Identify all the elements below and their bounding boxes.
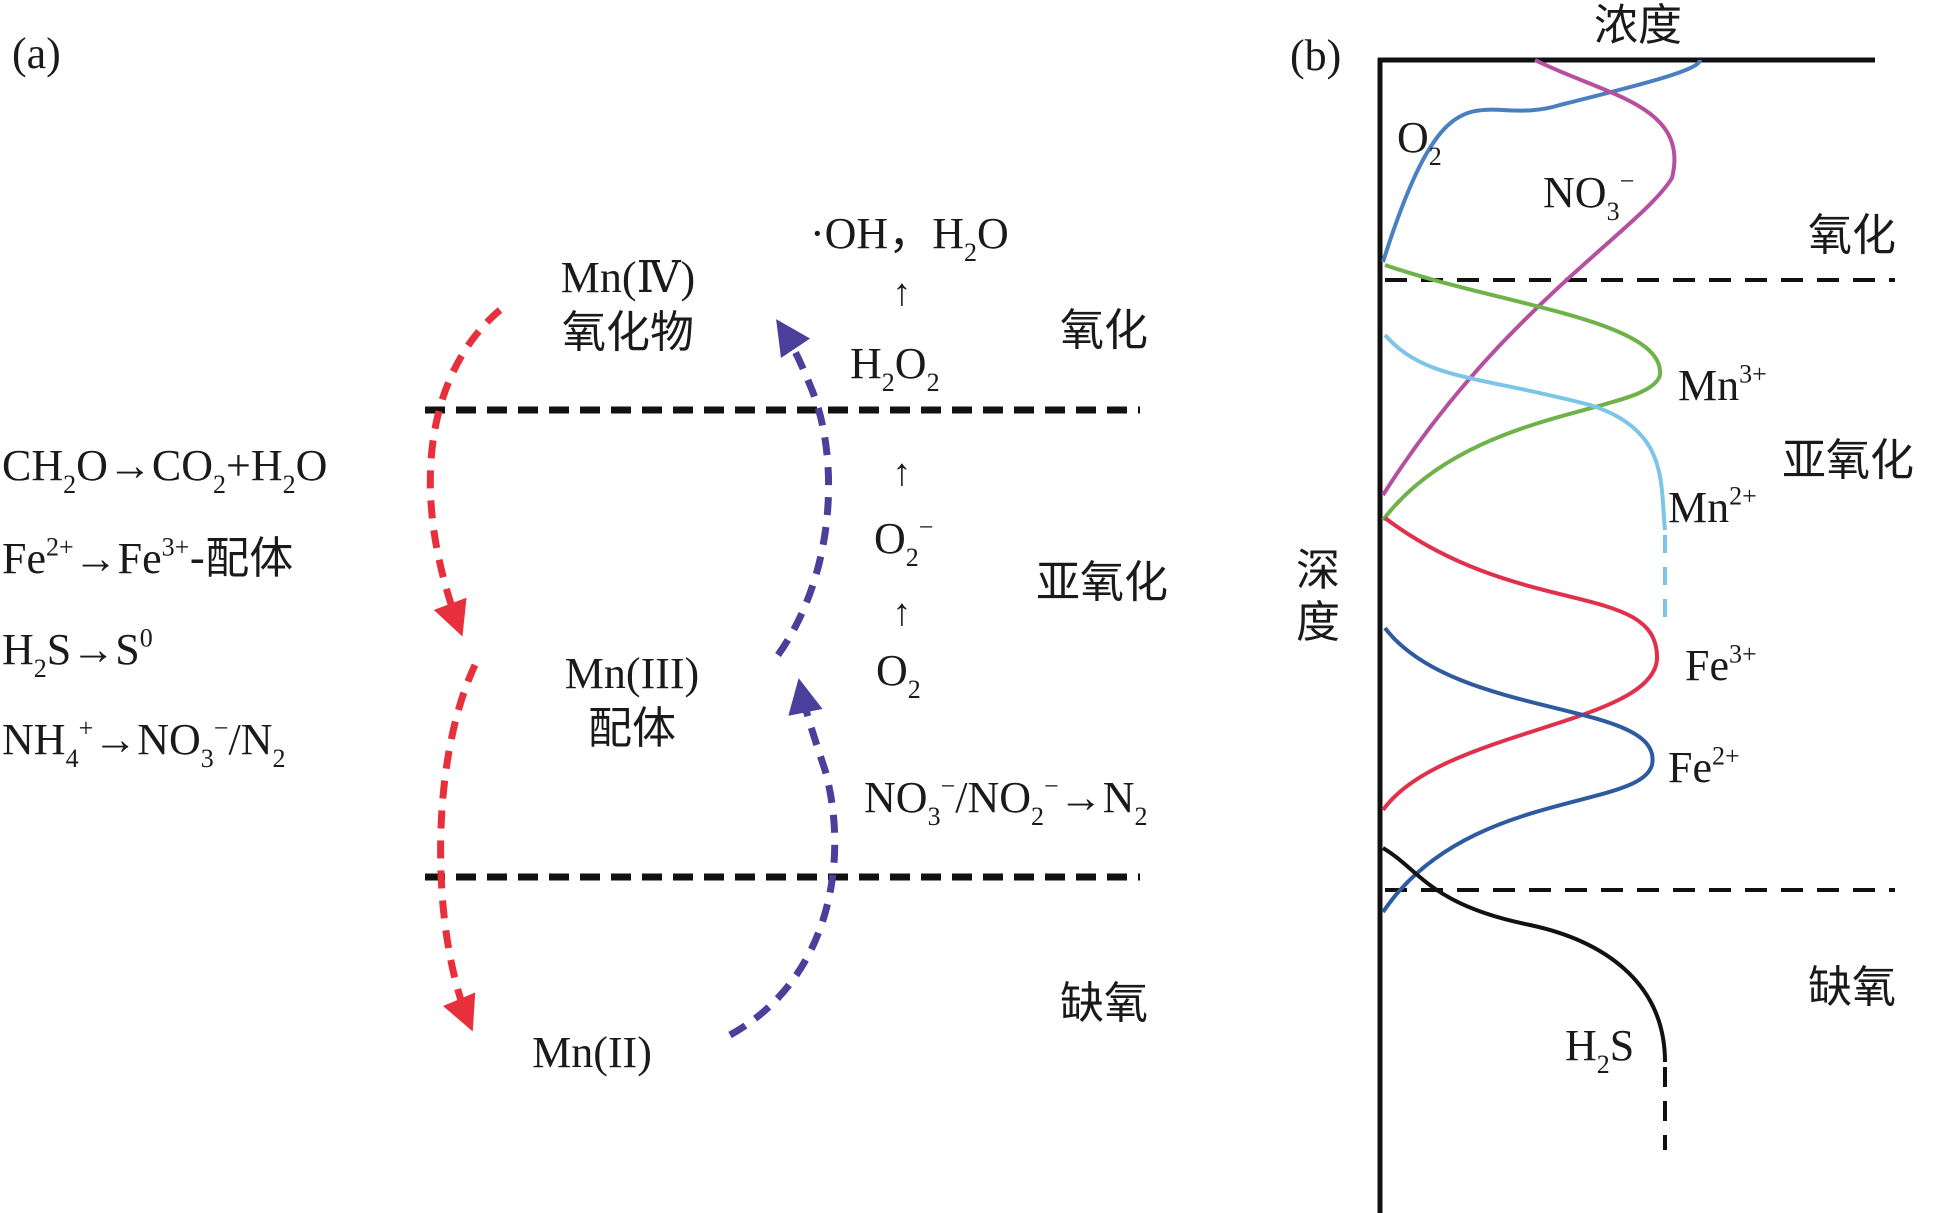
mn4-sublabel: 氧化物 [562,307,694,358]
reductant-h2s: H2S→S0 [2,623,153,683]
panel-b-y-axis-label-top: 深 [1296,545,1340,596]
curve-mn2 [1383,333,1667,531]
oxidation-arrow-mn2-to-mn3 [728,678,839,1039]
panel-b-x-axis-label: 浓度 [1594,0,1682,51]
oxidant-arrow-1: ↑ [893,272,912,314]
curve-label-no3: NO3− [1543,166,1634,226]
curve-label-mn3: Mn3+ [1678,359,1767,410]
reductant-nh4: NH4+→NO3−/N2 [2,713,285,773]
curve-mn3 [1381,263,1663,522]
panel-a-label: (a) [12,29,61,78]
mn2-label: Mn(II) [532,1028,652,1077]
reductant-fe: Fe2+→Fe3+-配体 [2,532,293,584]
reduction-arrow-mn3-to-mn2 [437,663,479,1032]
curve-fe2 [1381,626,1655,914]
mn4-label: Mn(Ⅳ) [561,253,695,302]
curve-label-mn2: Mn2+ [1668,481,1757,532]
curve-o2 [1381,59,1702,263]
mn3-sublabel: 配体 [588,703,676,754]
panel-b-zone-anoxic: 缺氧 [1808,962,1896,1013]
curve-fe3 [1381,516,1660,812]
oxidant-o2: O2 [876,646,921,704]
curve-label-fe3: Fe3+ [1685,639,1757,690]
panel-b-zone-oxic: 氧化 [1808,210,1896,261]
reduction-arrow-mn4-to-mn3 [426,307,503,637]
panel-b-label: (b) [1290,31,1341,80]
curve-label-o2: O2 [1397,113,1442,171]
reductant-ch2o: CH2O→CO2+H2O [2,441,327,499]
curve-no3 [1381,58,1677,497]
panel-a-zone-anoxic: 缺氧 [1060,978,1148,1029]
panel-a-zone-suboxic: 亚氧化 [1036,557,1168,608]
oxidant-superoxide: O2− [874,512,933,572]
panel-a-zone-oxic: 氧化 [1060,305,1148,356]
oxidant-oh-h2o: ·OH，H2O [810,209,1009,267]
oxidant-arrow-2: ↑ [893,452,912,494]
curve-label-h2s: H2S [1565,1021,1634,1079]
panel-b-zone-suboxic: 亚氧化 [1782,435,1914,486]
mn3-label: Mn(III) [565,649,699,698]
oxidant-h2o2: H2O2 [850,339,940,397]
oxidant-nitrate: NO3−/NO2−→N2 [864,771,1147,831]
panel-b-y-axis-label-bottom: 度 [1296,597,1340,648]
panel-b: (b) 浓度 深 度 氧化 亚氧化 缺氧 O2 NO3− Mn3+ Mn2+ F… [1290,0,1914,1213]
panel-a: (a) 氧化 亚氧化 缺氧 Mn(Ⅳ) 氧化物 Mn(III) 配体 Mn(II… [2,29,1168,1077]
curve-h2s [1381,846,1667,1063]
curve-label-fe2: Fe2+ [1668,741,1740,792]
oxidant-arrow-3: ↑ [893,592,912,634]
oxidation-arrow-mn3-to-mn4 [775,319,832,658]
